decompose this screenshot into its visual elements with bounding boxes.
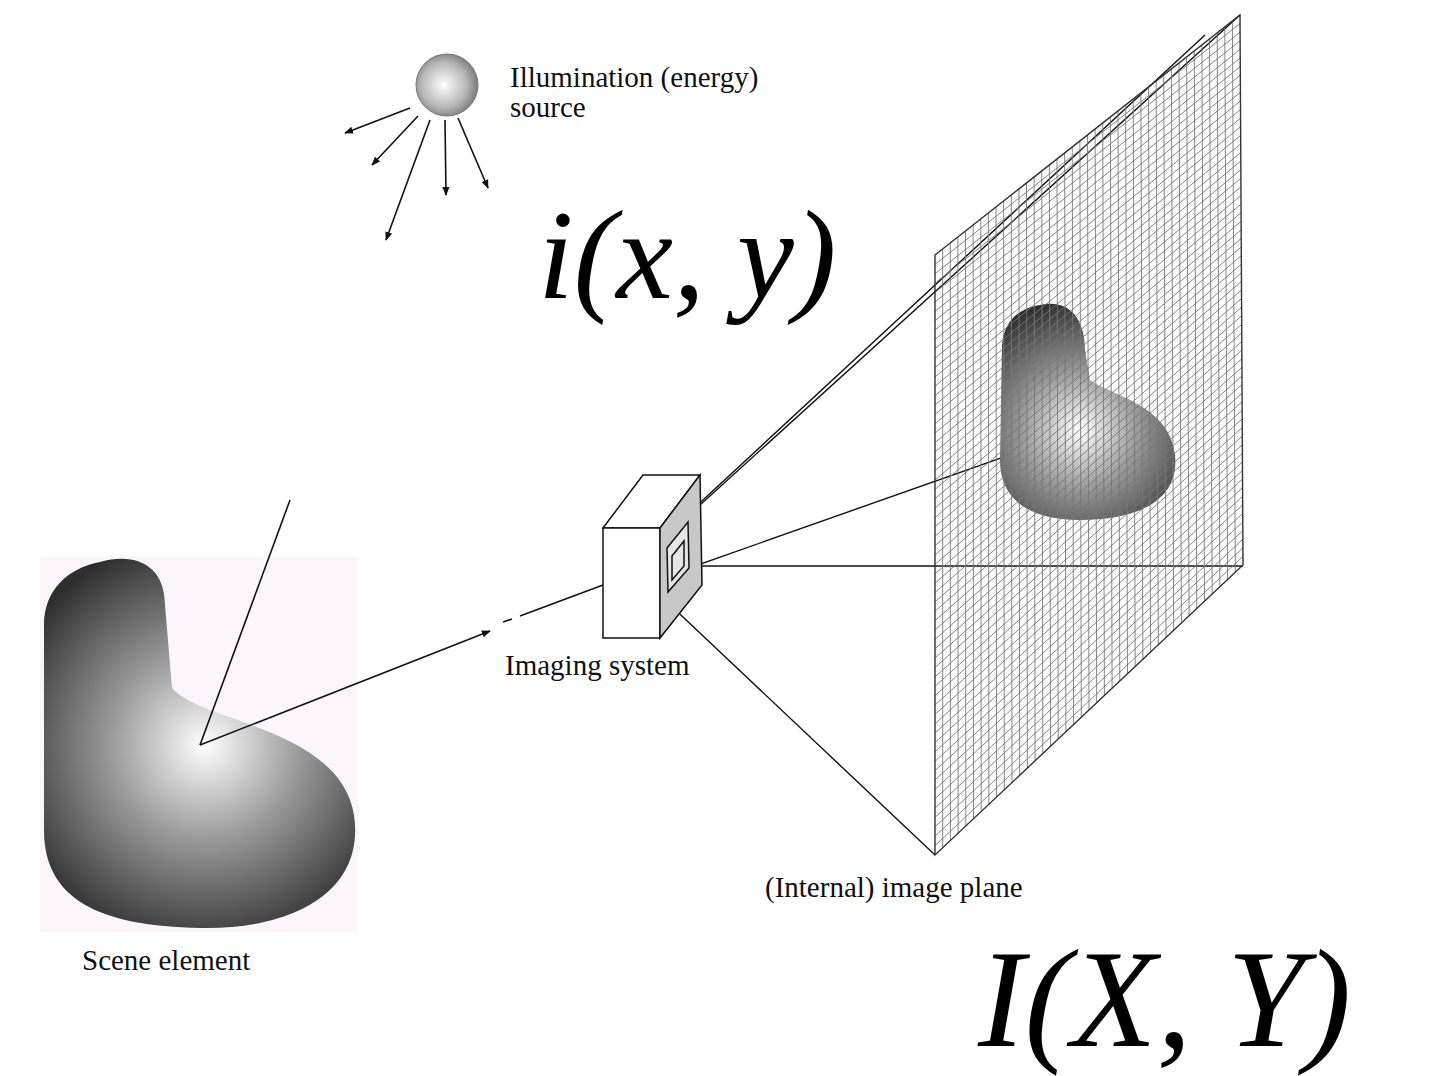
grid-line [935,419,1242,696]
source-label: Illumination (energy) source [510,62,840,123]
grid-line [935,359,1242,630]
grid-line [935,539,1243,827]
grid-line [935,58,1240,302]
grid-line [935,281,1241,545]
grid-line [935,556,1243,845]
grid-line [935,462,1242,743]
grid-line [935,342,1242,612]
grid-line [935,350,1242,620]
grid-line [935,161,1241,414]
grid-line [935,324,1242,592]
grid-line [935,144,1241,396]
projection-lines [665,15,1243,855]
grid-line [935,32,1240,274]
grid-line [935,376,1242,649]
grid-line [935,41,1240,283]
scene-ground [40,557,358,932]
grid-line [935,522,1243,808]
scene-label: Scene element [82,945,250,975]
grid-line [935,84,1240,330]
grid-line [935,436,1242,714]
grid-line [935,531,1243,818]
grid-line [935,505,1243,790]
grid-line [935,290,1242,555]
grid-line [935,299,1242,565]
grid-line [935,170,1241,424]
scene-element [44,559,355,928]
light-rays [200,500,603,745]
image-plane-grid [935,21,1243,848]
imaging-system [603,475,702,638]
grid-line [935,479,1243,761]
grid-line [935,333,1242,602]
grid-line [935,496,1243,780]
grid-line [935,445,1242,724]
grid-line [935,273,1241,536]
grid-line [935,230,1241,490]
math-label: i(x, y) [538,188,836,322]
grid-line [935,548,1243,836]
image-plane-border [935,15,1243,855]
grid-line [935,316,1242,583]
grid-line [935,67,1240,312]
grid-line [935,178,1241,433]
grid-line [935,24,1240,265]
math-label: I(X, Y) [978,925,1351,1072]
grid-line [935,453,1242,733]
grid-line [935,92,1240,339]
grid-line [935,307,1242,574]
grid-line [935,75,1240,320]
grid-line [935,428,1242,706]
system-label: Imaging system [505,650,689,680]
plane-label: (Internal) image plane [765,872,1023,902]
grid-line [935,101,1240,349]
grid-line [935,488,1243,771]
grid-line [935,247,1241,508]
grid-line [935,153,1241,406]
light-source [345,54,488,240]
grid-line [935,238,1241,498]
grid-line [935,367,1242,639]
grid-line [935,49,1240,292]
grid-line [935,513,1243,798]
